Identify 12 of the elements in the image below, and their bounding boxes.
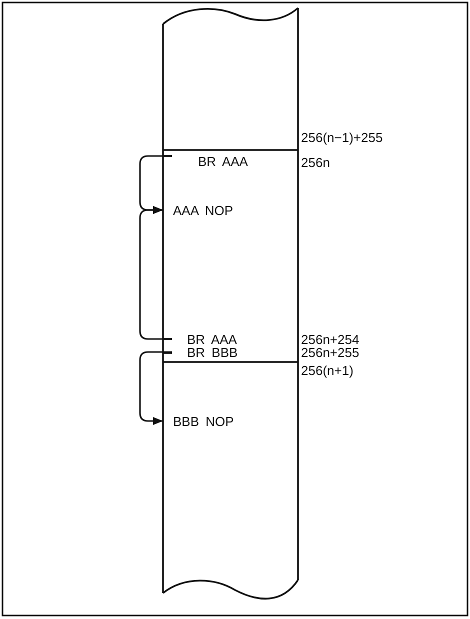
instruction-text: BBB NOP — [163, 415, 234, 428]
branch-arrow — [139, 206, 172, 340]
instruction-text: BR AAA — [172, 155, 248, 168]
address-label: 256(n+1) — [301, 364, 354, 377]
instruction-text: BR BBB — [172, 346, 238, 359]
address-label: 256n+255 — [301, 346, 360, 359]
address-label: 256(n−1)+255 — [301, 131, 383, 144]
instruction-text: BR AAA — [172, 333, 237, 346]
address-label: 256n+254 — [301, 333, 360, 346]
branch-arrow — [139, 351, 172, 425]
instruction-text: AAA NOP — [163, 204, 234, 217]
address-label: 256n — [301, 156, 330, 169]
